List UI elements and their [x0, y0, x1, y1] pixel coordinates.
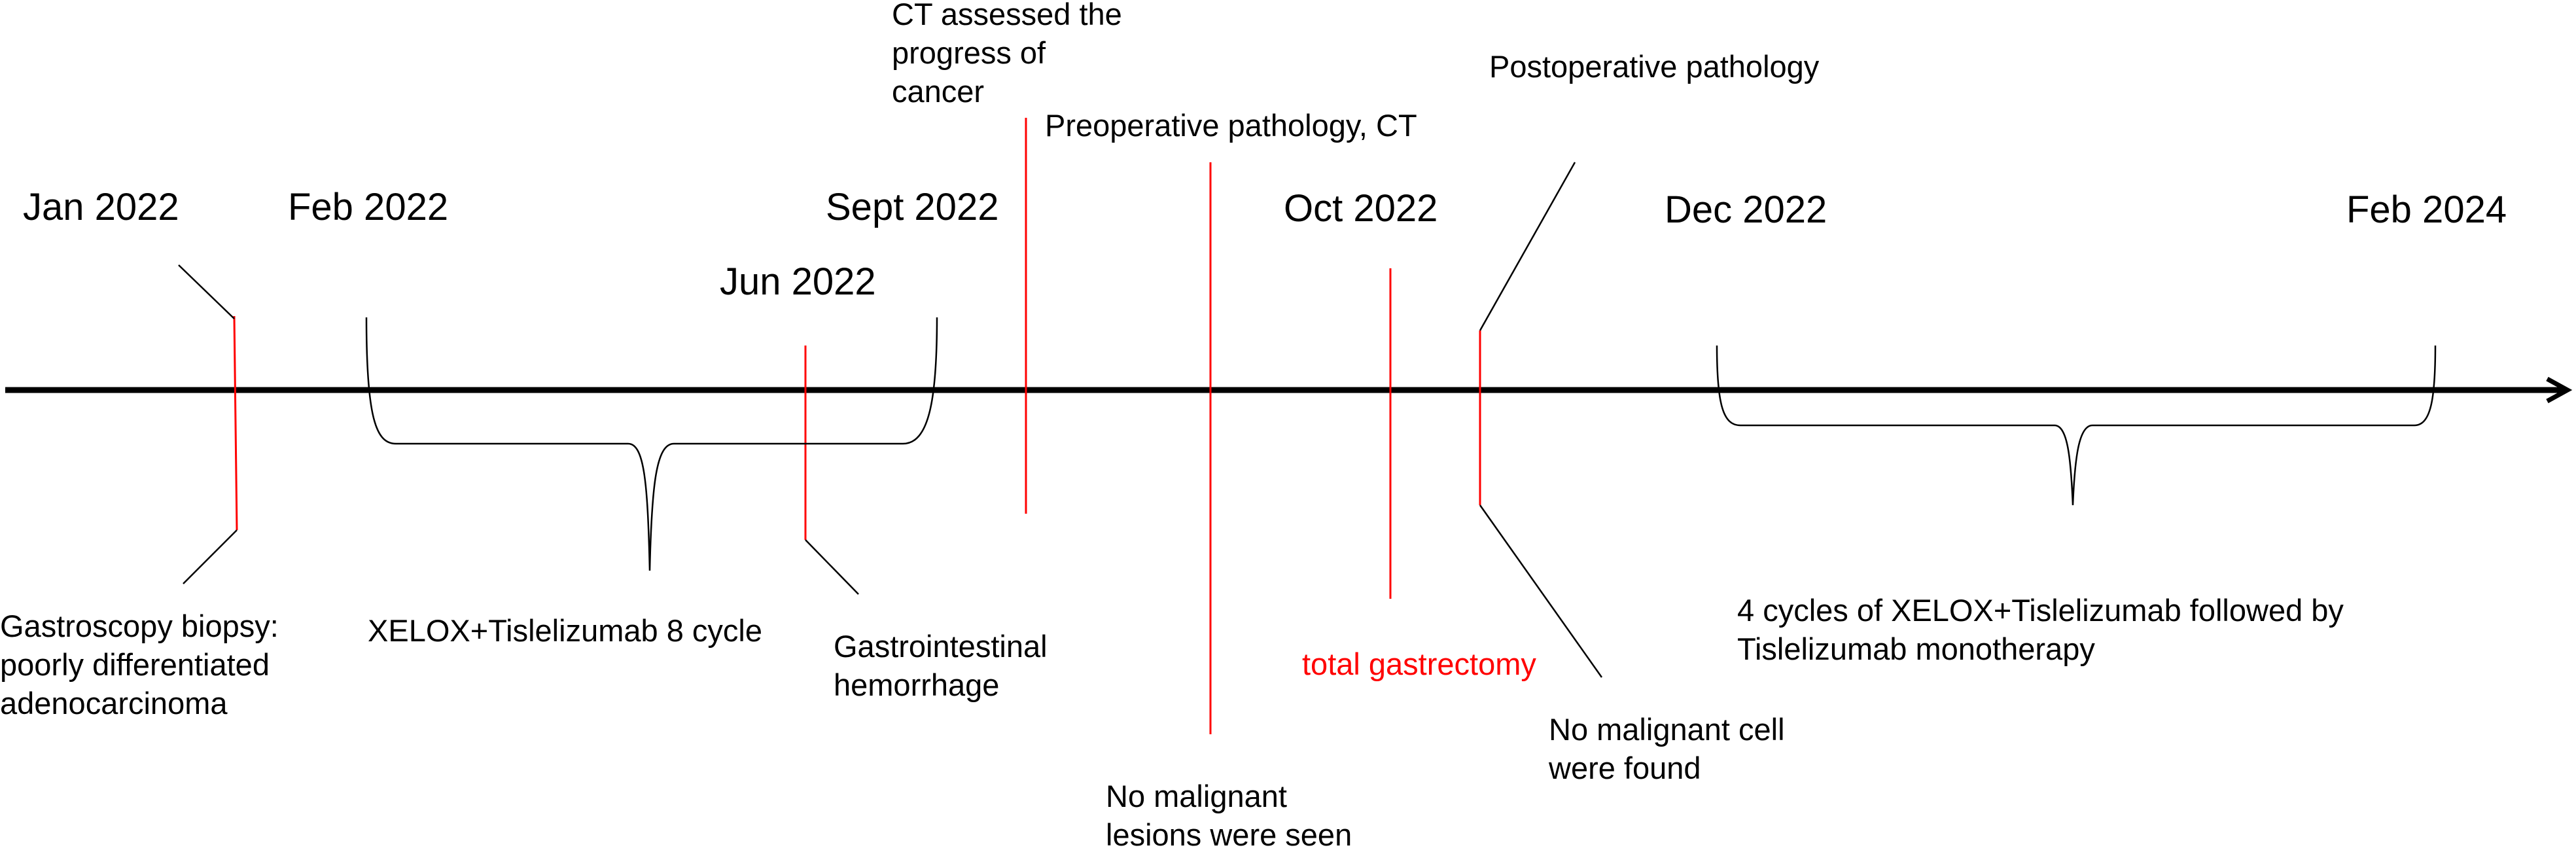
event-gastroscopy-biopsy: Gastroscopy biopsy: poorly differentiate… — [0, 609, 279, 721]
connector-jun-bottom — [805, 539, 859, 595]
connector-postop-bottom — [1479, 505, 1603, 678]
bracket-feb-sept-2022 — [365, 317, 938, 571]
event-xelox-4-cycles: 4 cycles of XELOX+Tislelizumab followed … — [1737, 593, 2344, 666]
event-no-malignant-cell: No malignant cell were found — [1549, 712, 1785, 785]
timeline-arrowhead — [2546, 376, 2573, 404]
bracket-dec-2022-feb-2024 — [1716, 345, 2437, 506]
date-oct-2022: Oct 2022 — [1284, 187, 1438, 230]
event-xelox-8-cycle: XELOX+Tislelizumab 8 cycle — [368, 613, 762, 648]
date-feb-2022: Feb 2022 — [288, 186, 449, 228]
date-jan-2022: Jan 2022 — [23, 186, 179, 228]
date-sept-2022: Sept 2022 — [826, 186, 999, 228]
connector-jan-top — [178, 264, 235, 319]
connector-postop-top — [1479, 162, 1576, 331]
marker-jan-2022 — [233, 315, 238, 531]
connector-jan-bottom — [183, 529, 238, 584]
event-ct-progress: CT assessed the progress of cancer — [892, 0, 1122, 109]
event-total-gastrectomy: total gastrectomy — [1302, 647, 1536, 681]
event-gi-hemorrhage: Gastrointestinal hemorrhage — [834, 629, 1048, 702]
date-jun-2022: Jun 2022 — [720, 260, 876, 303]
event-postop-pathology: Postoperative pathology — [1489, 49, 1820, 84]
date-dec-2022: Dec 2022 — [1665, 188, 1827, 231]
date-feb-2024: Feb 2024 — [2346, 188, 2507, 231]
event-preop-pathology: Preoperative pathology, CT — [1045, 108, 1417, 143]
event-no-malignant-lesions: No malignant lesions were seen — [1106, 779, 1352, 852]
